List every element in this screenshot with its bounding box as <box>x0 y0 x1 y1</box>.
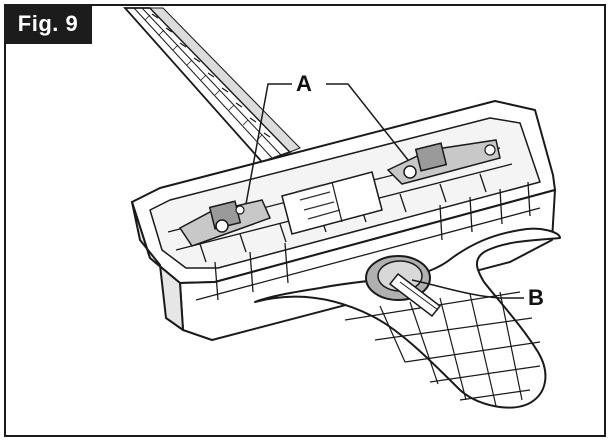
rotary-knob <box>365 255 442 318</box>
figure-label-badge: Fig. 9 <box>4 4 92 44</box>
callout-label-a: A <box>296 71 312 96</box>
center-label-plate <box>281 171 383 235</box>
right-clamp <box>386 139 501 185</box>
callout-leaders <box>245 83 524 299</box>
measuring-tape <box>122 7 301 164</box>
left-clamp <box>178 199 272 247</box>
figure-frame <box>4 4 606 437</box>
callout-label-b: B <box>528 285 544 310</box>
